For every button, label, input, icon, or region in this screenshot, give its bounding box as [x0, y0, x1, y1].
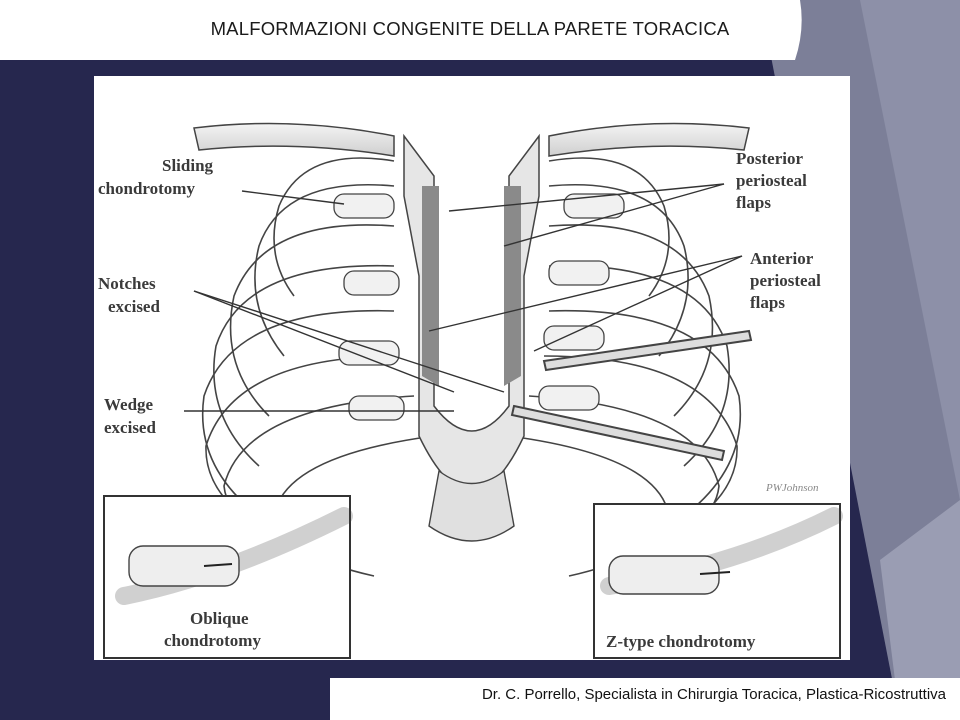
slide-title: MALFORMAZIONI CONGENITE DELLA PARETE TOR… [210, 18, 730, 39]
label-posterior: Posterior [736, 149, 803, 168]
label-wedge-excised: excised [104, 418, 156, 437]
left-clavicle [193, 122, 395, 157]
arrow-icon [699, 571, 731, 575]
label-ztype: Z-type chondrotomy [606, 632, 756, 651]
retractor-instruments [510, 329, 753, 462]
leader-lines [184, 183, 743, 412]
light-wedge-shape [860, 0, 960, 500]
rib-cage-drawing: Sliding chondrotomy Notches excised Wedg… [98, 122, 843, 659]
chest-wall-illustration: Sliding chondrotomy Notches excised Wedg… [94, 76, 850, 660]
label-anterior-flaps: flaps [750, 293, 785, 312]
label-anterior: Anterior [750, 249, 814, 268]
arrow-icon [203, 563, 233, 567]
label-notches-excised: excised [108, 297, 160, 316]
header-band [0, 0, 802, 60]
slide-footer: Dr. C. Porrello, Specialista in Chirurgi… [481, 686, 946, 703]
label-sliding-chondrotomy: chondrotomy [98, 179, 195, 198]
label-anterior-periosteal: periosteal [750, 271, 821, 290]
label-sliding: Sliding [162, 156, 214, 175]
label-wedge: Wedge [104, 395, 154, 414]
xiphoid [428, 469, 515, 542]
label-posterior-flaps: flaps [736, 193, 771, 212]
left-cartilages [333, 193, 405, 421]
label-oblique-chondrotomy: chondrotomy [164, 631, 261, 650]
right-clavicle [548, 122, 750, 157]
label-oblique: Oblique [190, 609, 249, 628]
inset-oblique: Oblique chondrotomy [103, 495, 353, 659]
label-notches: Notches [98, 274, 156, 293]
inset-ztype: Z-type chondrotomy [593, 503, 843, 659]
footer-band [330, 678, 960, 720]
right-cartilages [538, 193, 625, 411]
left-periosteal-flap [422, 186, 439, 386]
right-periosteal-flap [504, 186, 521, 386]
artist-signature: PWJohnson [765, 482, 819, 494]
label-posterior-periosteal: periosteal [736, 171, 807, 190]
